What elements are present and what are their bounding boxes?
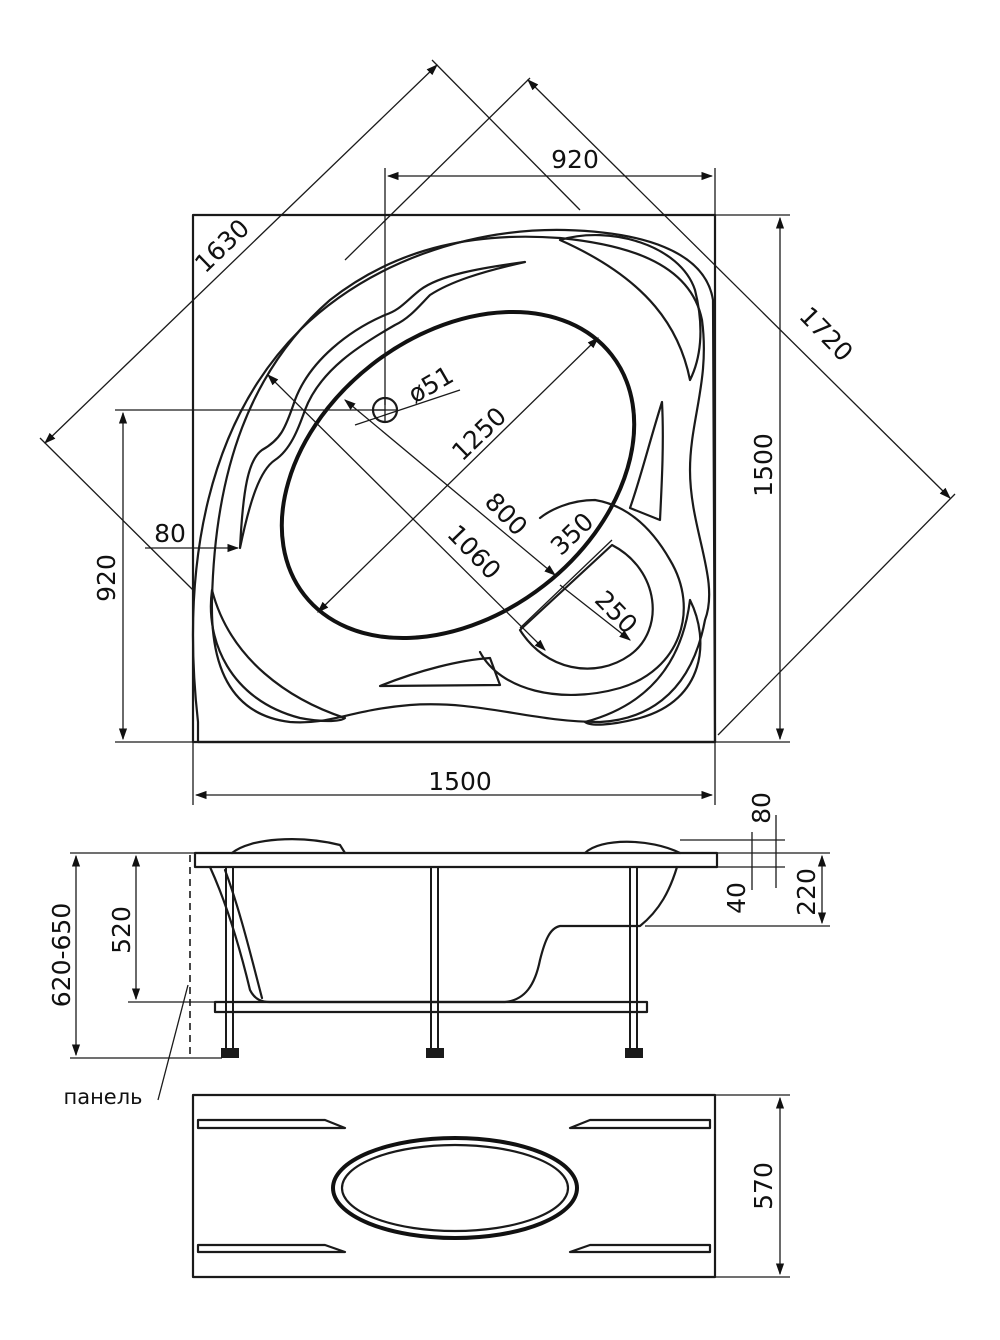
side-view: 620-650 520 80 40 220 панель: [47, 792, 830, 1109]
side-bowl: [208, 865, 679, 1004]
dim-drain-label: ø51: [403, 360, 458, 409]
panel-leader: [157, 984, 189, 1101]
sliver-bottom: [378, 656, 502, 688]
side-headrest-left: [230, 838, 347, 855]
dim-350-label: 350: [545, 507, 599, 561]
dim-800-label: 800: [479, 487, 533, 541]
top-view: 920 1500 1500 920 80 1630 1720 1250: [39, 59, 956, 805]
dim-920-top-label: 920: [551, 145, 599, 174]
side-foot-2: [426, 1048, 444, 1058]
dim-1500-h-label: 1500: [428, 767, 492, 796]
dim-1720-ext-1: [344, 77, 531, 261]
rest-top-right: [558, 233, 702, 382]
dim-1060-label: 1060: [442, 519, 507, 585]
panel-oval-inner: [340, 1143, 570, 1233]
dim-drain-leader: [354, 389, 461, 426]
panel-groove-bottom-left: [196, 1243, 347, 1254]
side-rim: [193, 851, 719, 869]
dim-800-line: [344, 399, 556, 576]
dim-80-side-label: 80: [747, 792, 776, 824]
panel-view: 570: [191, 1093, 790, 1279]
side-foot-1: [221, 1048, 239, 1058]
tub-inner-rim: [210, 235, 711, 724]
side-headrest-right: [583, 840, 682, 855]
dim-520-label: 520: [107, 906, 136, 954]
panel-label: панель: [63, 1085, 142, 1109]
dim-570-label: 570: [749, 1162, 778, 1210]
panel-groove-top-right: [568, 1118, 712, 1130]
dim-1720-ext-2: [717, 493, 956, 736]
seat-inner: [518, 543, 654, 670]
dim-1630-label: 1630: [189, 213, 255, 278]
dim-1720-label: 1720: [794, 301, 859, 367]
dim-220-label: 220: [792, 868, 821, 916]
dim-1720-line: [527, 79, 951, 499]
side-foot-3: [625, 1048, 643, 1058]
rest-bottom-right: [583, 598, 702, 726]
dim-620-label: 620-650: [47, 903, 76, 1007]
dim-1630-ext-1: [39, 437, 194, 591]
panel-groove-bottom-right: [568, 1243, 712, 1254]
dim-1500-v-label: 1500: [749, 433, 778, 497]
dim-40-label: 40: [722, 882, 751, 914]
dim-1250-line: [317, 337, 599, 613]
dim-350-line: [519, 539, 613, 629]
dim-1630-line: [44, 64, 438, 444]
dim-250-label: 250: [589, 585, 643, 639]
dim-920-left-label: 920: [92, 554, 121, 602]
panel-outline: [191, 1093, 717, 1279]
dim-1630-ext-2: [431, 59, 581, 211]
panel-groove-top-left: [196, 1118, 347, 1130]
dim-80-rim-label: 80: [154, 519, 186, 548]
dim-250-line: [559, 584, 631, 641]
side-bowl-inner: [223, 868, 264, 1000]
rest-bottom-left: [209, 588, 347, 723]
dim-1250-label: 1250: [446, 401, 512, 466]
panel-oval-outer: [331, 1136, 579, 1240]
